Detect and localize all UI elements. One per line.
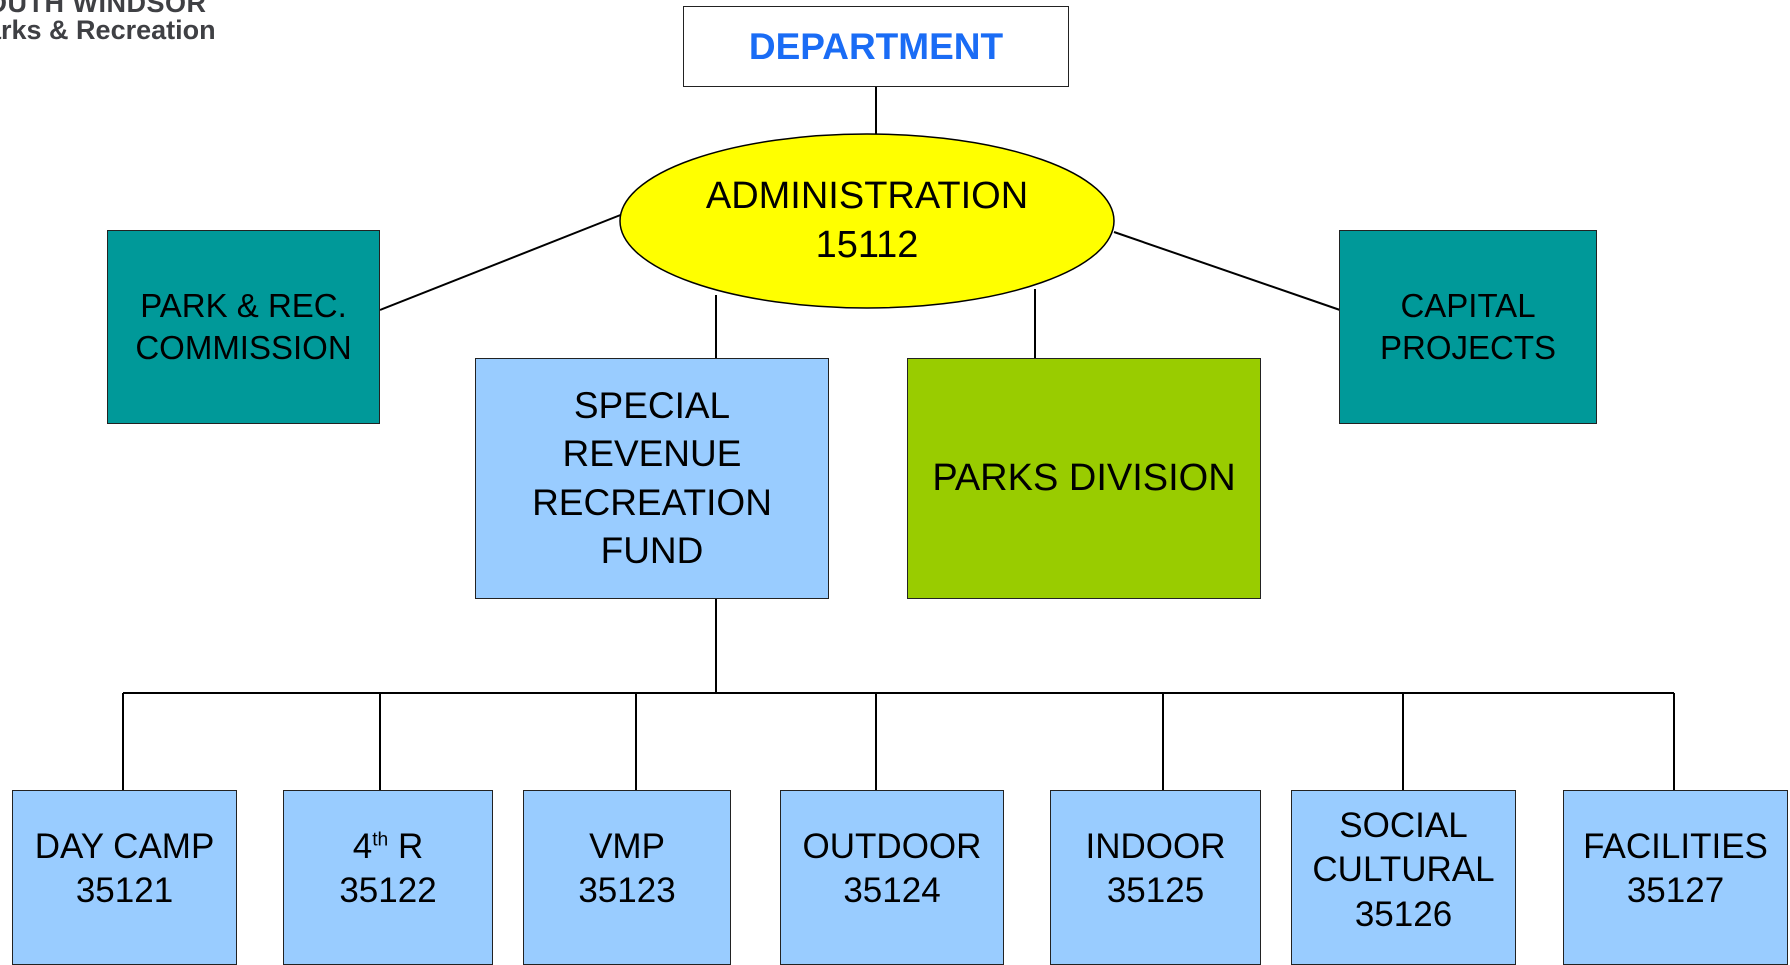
program-facilities-box: FACILITIES 35127 [1563, 790, 1788, 965]
special-revenue-fund-label: SPECIAL REVENUE RECREATION FUND [532, 385, 772, 571]
administration-label: ADMINISTRATION [705, 174, 1029, 217]
administration-ellipse [619, 133, 1115, 309]
program-4th-r-box: 4th R 35122 [283, 790, 493, 965]
park-rec-commission-label: PARK & REC. COMMISSION [135, 287, 352, 366]
program-vmp-code: 35123 [578, 871, 676, 911]
parks-division-label: PARKS DIVISION [932, 457, 1236, 499]
program-facilities-code: 35127 [1626, 871, 1725, 911]
program-indoor-code: 35125 [1106, 871, 1205, 911]
program-facilities-name: FACILITIES [1583, 827, 1768, 866]
parks-division-box: PARKS DIVISION [907, 358, 1261, 599]
park-rec-commission-box: PARK & REC. COMMISSION [107, 230, 380, 424]
program-social-cultural-name: SOCIAL CULTURAL [1312, 806, 1495, 890]
program-indoor-name: INDOOR [1085, 827, 1226, 866]
program-outdoor-box: OUTDOOR 35124 [780, 790, 1004, 965]
program-4th-r-name: 4th R [352, 827, 424, 866]
program-day-camp-code: 35121 [75, 871, 174, 911]
program-4th-r-code: 35122 [339, 871, 437, 911]
capital-projects-box: CAPITAL PROJECTS [1339, 230, 1597, 424]
administration-code: 15112 [815, 224, 919, 266]
connector-admin-commission [379, 213, 624, 311]
program-vmp-box: VMP 35123 [523, 790, 731, 965]
program-day-camp-name: DAY CAMP [34, 827, 215, 866]
department-label: DEPARTMENT [748, 25, 1004, 67]
program-outdoor-name: OUTDOOR [802, 827, 982, 866]
program-indoor-box: INDOOR 35125 [1050, 790, 1261, 965]
connector-admin-capital [1113, 231, 1341, 311]
capital-projects-label: CAPITAL PROJECTS [1379, 287, 1557, 366]
south-windsor-logo: OUTH WINDSOR arks & Recreation [0, 0, 216, 44]
program-social-cultural-box: SOCIAL CULTURAL 35126 [1291, 790, 1516, 965]
administration-node: ADMINISTRATION 15112 [619, 134, 1115, 308]
logo-line-1: OUTH WINDSOR [0, 0, 207, 18]
program-vmp-name: VMP [589, 827, 665, 866]
department-box: DEPARTMENT [683, 6, 1069, 87]
program-day-camp-box: DAY CAMP 35121 [12, 790, 237, 965]
program-4th-r-superscript: th [372, 829, 389, 851]
program-outdoor-code: 35124 [843, 871, 941, 911]
program-social-cultural-code: 35126 [1354, 894, 1453, 934]
special-revenue-fund-box: SPECIAL REVENUE RECREATION FUND [475, 358, 829, 599]
logo-line-2: arks & Recreation [0, 15, 216, 45]
